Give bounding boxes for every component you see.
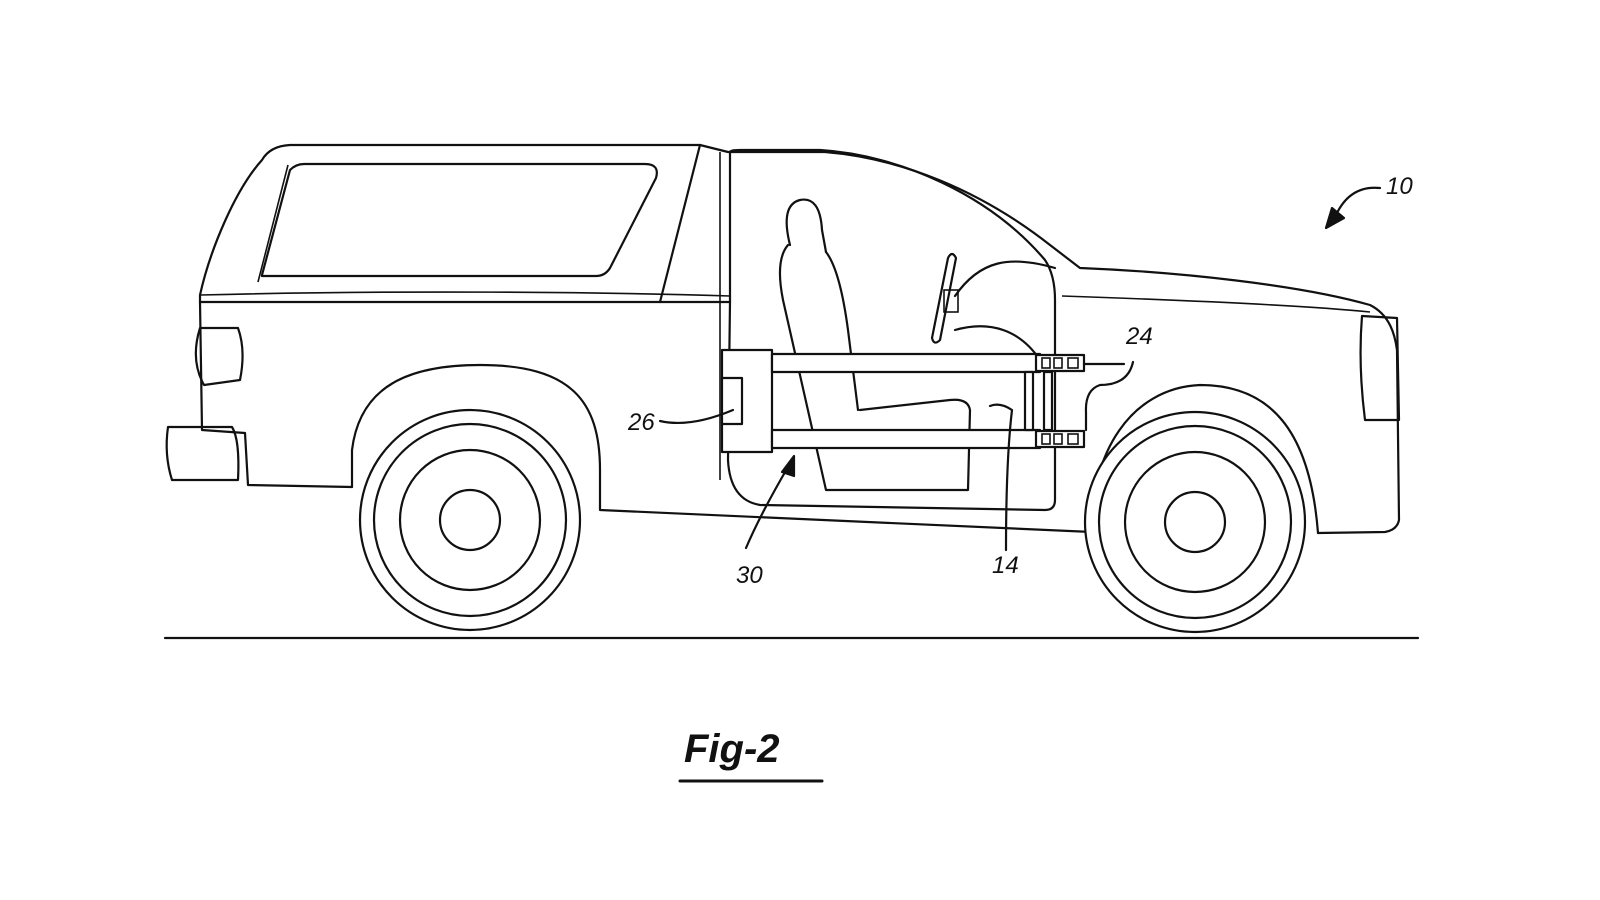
seat — [778, 198, 972, 492]
leader-lines — [658, 186, 1382, 552]
ref-vehicle: 10 — [1386, 173, 1413, 200]
rear-wheel — [358, 408, 582, 632]
lower-bracket — [1034, 429, 1086, 449]
cap-window — [260, 162, 658, 278]
ref-assembly: 30 — [736, 562, 763, 589]
steering-wheel — [930, 252, 1057, 362]
ref-floor: 14 — [992, 552, 1019, 579]
ref-bracket: 24 — [1125, 323, 1153, 350]
figure-caption: Fig-2 — [684, 727, 780, 771]
upper-bracket — [1034, 353, 1086, 373]
rail-assembly — [720, 348, 1086, 454]
truck-body — [165, 143, 1401, 535]
front-wheel — [1083, 410, 1307, 634]
ref-box: 26 — [627, 409, 655, 436]
door-opening — [726, 148, 1057, 512]
